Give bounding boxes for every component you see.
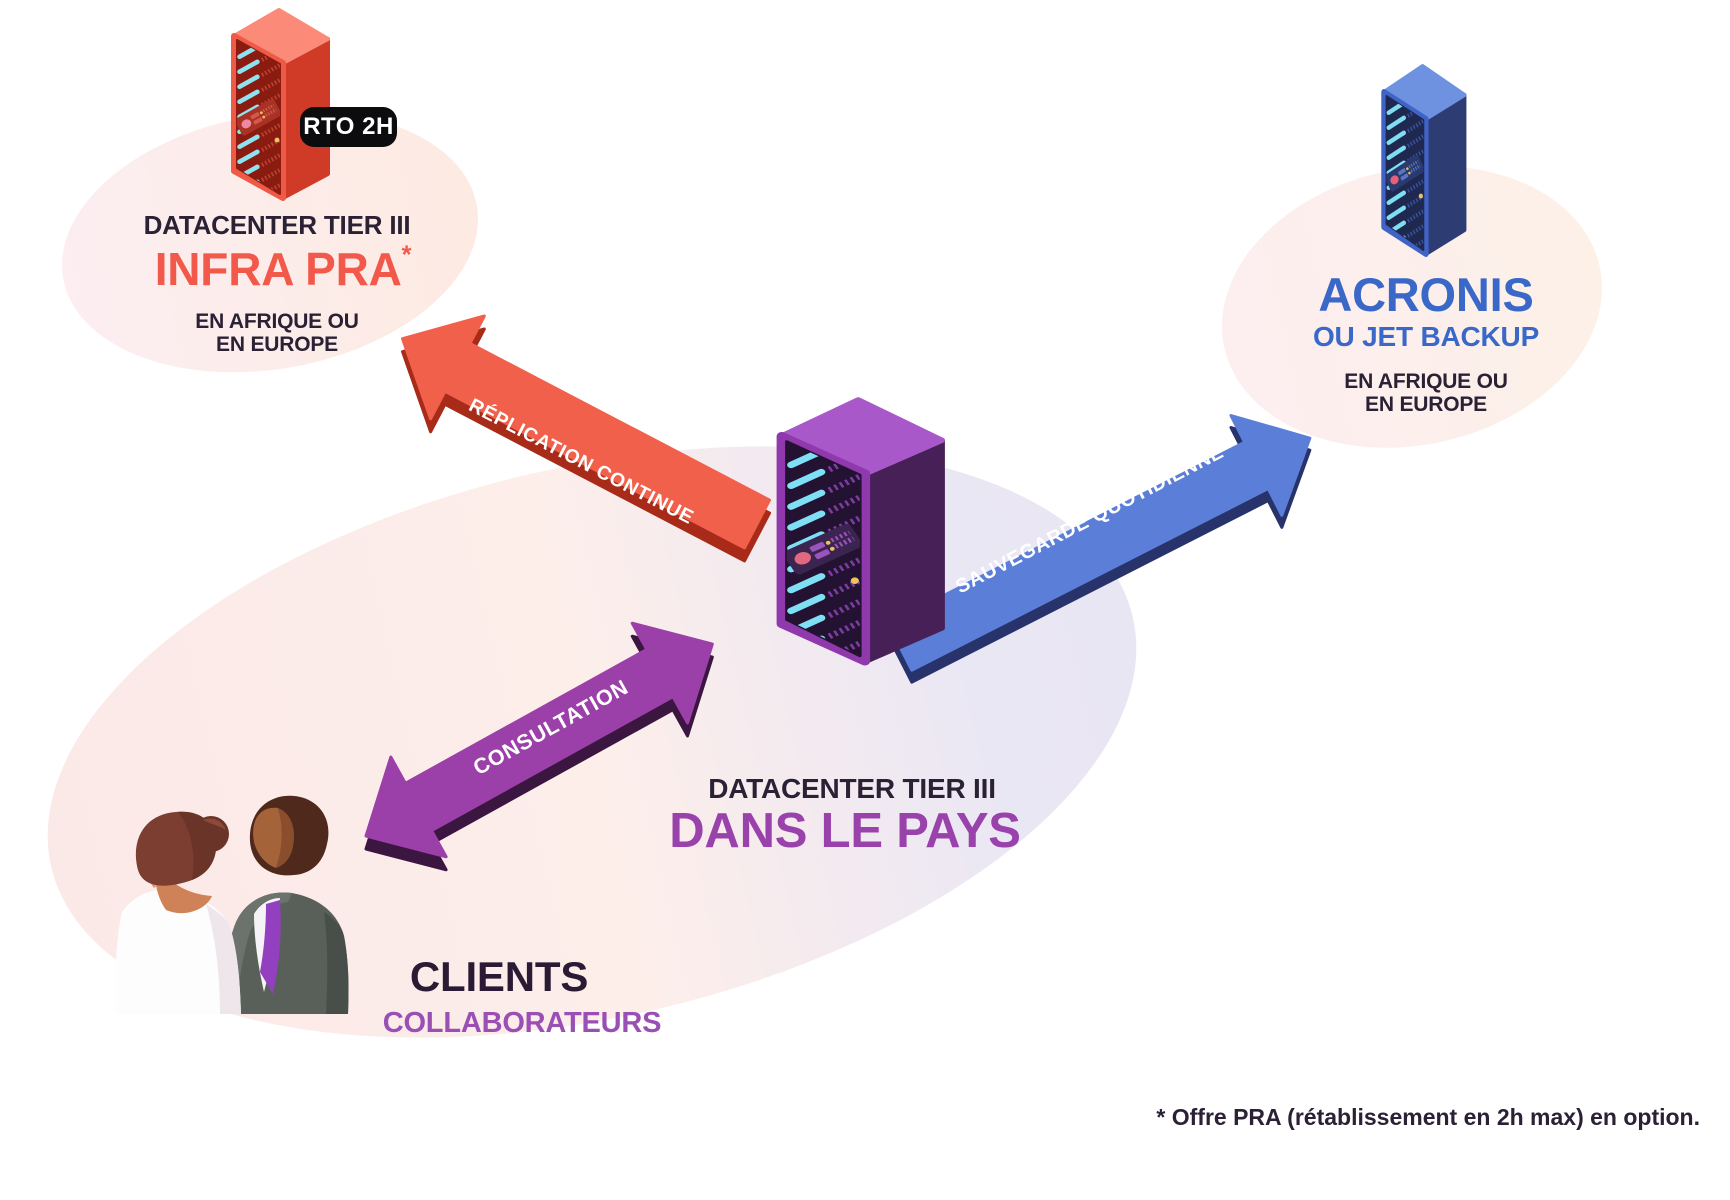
infra-pra-title-text: INFRA PRA — [154, 243, 402, 295]
backup-provider-location-line2: EN EUROPE — [1365, 393, 1487, 416]
clients-title: CLIENTS — [409, 953, 589, 1000]
consultation-arrow — [364, 621, 714, 872]
backup-provider-location-line1: EN AFRIQUE OU — [1344, 370, 1508, 393]
replication-arrow-body — [401, 314, 772, 550]
infra-pra-subtitle: DATACENTER TIER III — [143, 210, 411, 240]
person-man — [220, 795, 349, 1014]
clients-illustration — [115, 795, 349, 1014]
local-datacenter-title: DANS LE PAYS — [669, 804, 1021, 858]
infra-pra-location-line1: EN AFRIQUE OU — [195, 310, 359, 333]
background-blob-top-left — [62, 111, 478, 373]
clients-subtitle: COLLABORATEURS — [382, 1007, 662, 1039]
server-icon-backup-provider — [1384, 66, 1465, 254]
infra-pra-asterisk: * — [401, 241, 412, 269]
backup-provider-subtitle: OU JET BACKUP — [1312, 321, 1540, 352]
infra-pra-location: EN AFRIQUE OU EN EUROPE — [195, 310, 359, 356]
replication-arrow — [401, 314, 772, 563]
server-icon-infra-pra — [234, 10, 328, 198]
background-blob-top-right — [1222, 166, 1602, 448]
pra-option-footnote: * Offre PRA (rétablissement en 2h max) e… — [1156, 1104, 1700, 1130]
consultation-arrow-body — [364, 621, 714, 859]
man-tie — [260, 900, 281, 994]
backup-provider-location: EN AFRIQUE OU EN EUROPE — [1344, 370, 1508, 416]
infra-pra-title: INFRA PRA* — [155, 242, 412, 293]
server-icon-local-datacenter — [782, 400, 942, 661]
local-datacenter-subtitle: DATACENTER TIER III — [708, 773, 996, 804]
backup-arrow — [886, 414, 1312, 684]
backup-provider-title: ACRONIS — [1318, 268, 1534, 321]
backup-arrow-body — [886, 414, 1312, 672]
person-woman — [115, 811, 241, 1014]
rto-badge: RTO 2H — [300, 107, 397, 147]
infra-pra-location-line2: EN EUROPE — [216, 333, 338, 356]
